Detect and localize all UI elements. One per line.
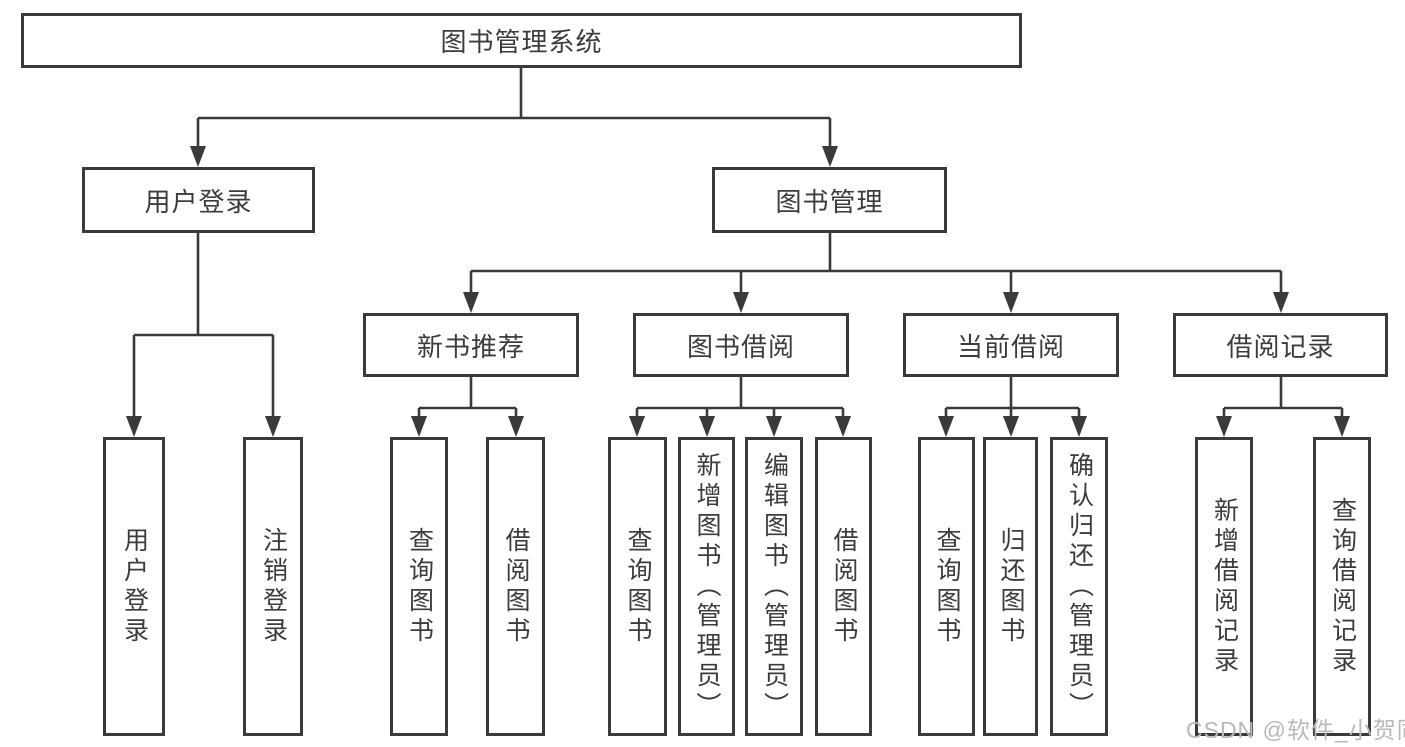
leaf-add-book-admin: 新增图书（管理员）: [678, 437, 735, 736]
node-user-login: 用户登录: [82, 167, 315, 233]
leaf-query-books-current: 查询图书: [918, 437, 975, 736]
leaf-query-books-recommend: 查询图书: [390, 437, 448, 736]
leaf-query-books-recommend-label: 查询图书: [405, 526, 434, 647]
leaf-borrow-books-label: 借阅图书: [830, 526, 858, 647]
node-root: 图书管理系统: [21, 13, 1022, 68]
node-current-borrow: 当前借阅: [903, 313, 1119, 377]
leaf-query-borrow-record-label: 查询借阅记录: [1328, 496, 1357, 677]
node-book-management: 图书管理: [712, 167, 947, 233]
leaf-borrow-books-recommend-label: 借阅图书: [502, 526, 530, 647]
leaf-return-book-label: 归还图书: [997, 526, 1025, 647]
leaf-query-borrow-record: 查询借阅记录: [1313, 437, 1371, 736]
leaf-user-login-label: 用户登录: [120, 526, 149, 647]
leaf-logout-label: 注销登录: [259, 526, 288, 647]
leaf-add-borrow-record-label: 新增借阅记录: [1210, 496, 1239, 677]
leaf-confirm-return-admin: 确认归还（管理员）: [1050, 437, 1108, 736]
node-new-book-recommend: 新书推荐: [363, 313, 579, 377]
leaf-add-book-admin-label: 新增图书（管理员）: [693, 451, 721, 722]
leaf-user-login: 用户登录: [103, 437, 165, 736]
leaf-return-book: 归还图书: [983, 437, 1038, 736]
leaf-query-books-current-label: 查询图书: [933, 526, 961, 647]
leaf-borrow-books: 借阅图书: [815, 437, 872, 736]
leaf-edit-book-admin: 编辑图书（管理员）: [745, 437, 803, 736]
leaf-edit-book-admin-label: 编辑图书（管理员）: [760, 451, 789, 722]
leaf-logout: 注销登录: [243, 437, 303, 736]
leaf-borrow-books-recommend: 借阅图书: [486, 437, 545, 736]
leaf-confirm-return-admin-label: 确认归还（管理员）: [1065, 451, 1094, 722]
watermark: CSDN @软件_小贺同学: [1186, 717, 1405, 743]
leaf-query-books-borrow-label: 查询图书: [624, 526, 652, 647]
leaf-query-books-borrow: 查询图书: [608, 437, 667, 736]
leaf-add-borrow-record: 新增借阅记录: [1195, 437, 1253, 736]
node-book-borrow: 图书借阅: [633, 313, 849, 377]
node-borrow-records: 借阅记录: [1173, 313, 1388, 377]
